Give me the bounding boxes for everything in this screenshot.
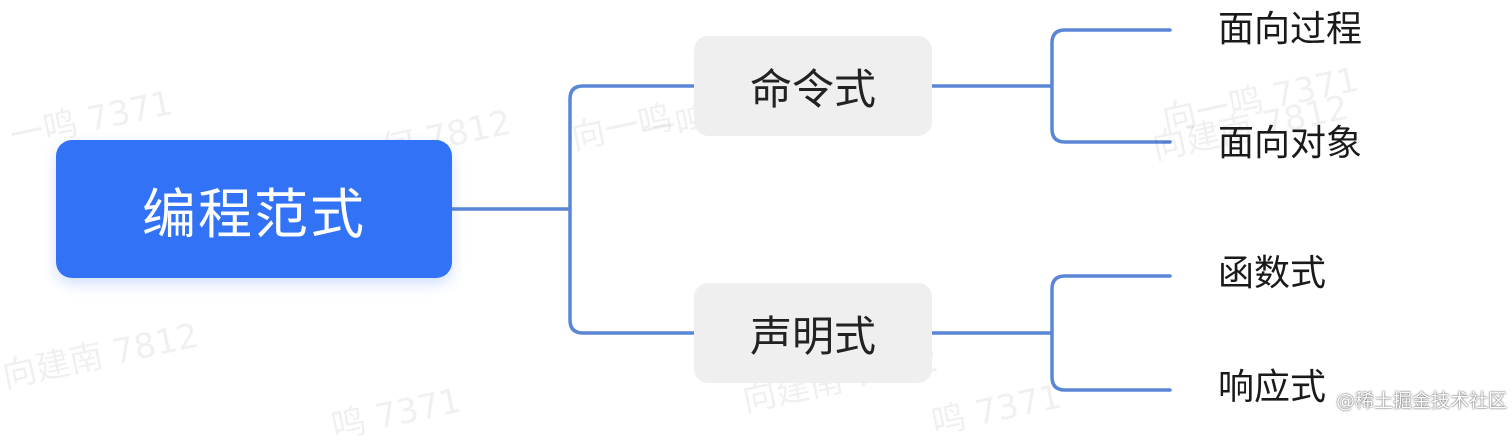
connector-imperative-children: [930, 28, 1172, 144]
leaf-object-oriented: 面向对象: [1218, 123, 1363, 164]
leaf-functional: 函数式: [1218, 253, 1327, 294]
root-node-programming-paradigm: 编程范式: [56, 140, 452, 278]
leaf-procedural: 面向过程: [1218, 9, 1363, 50]
connector-declarative-children: [930, 274, 1172, 392]
source-watermark: @稀土掘金技术社区: [1336, 390, 1508, 412]
root-node-label: 编程范式: [142, 182, 366, 246]
branch-node-label: 声明式: [749, 311, 876, 361]
connector-root-branches: [450, 84, 696, 335]
connector-lines: [450, 28, 1172, 392]
branch-node-label: 命令式: [749, 64, 876, 114]
leaf-reactive: 响应式: [1218, 367, 1327, 408]
branch-node-declarative: 声明式: [694, 283, 932, 383]
branch-node-imperative: 命令式: [694, 36, 932, 136]
